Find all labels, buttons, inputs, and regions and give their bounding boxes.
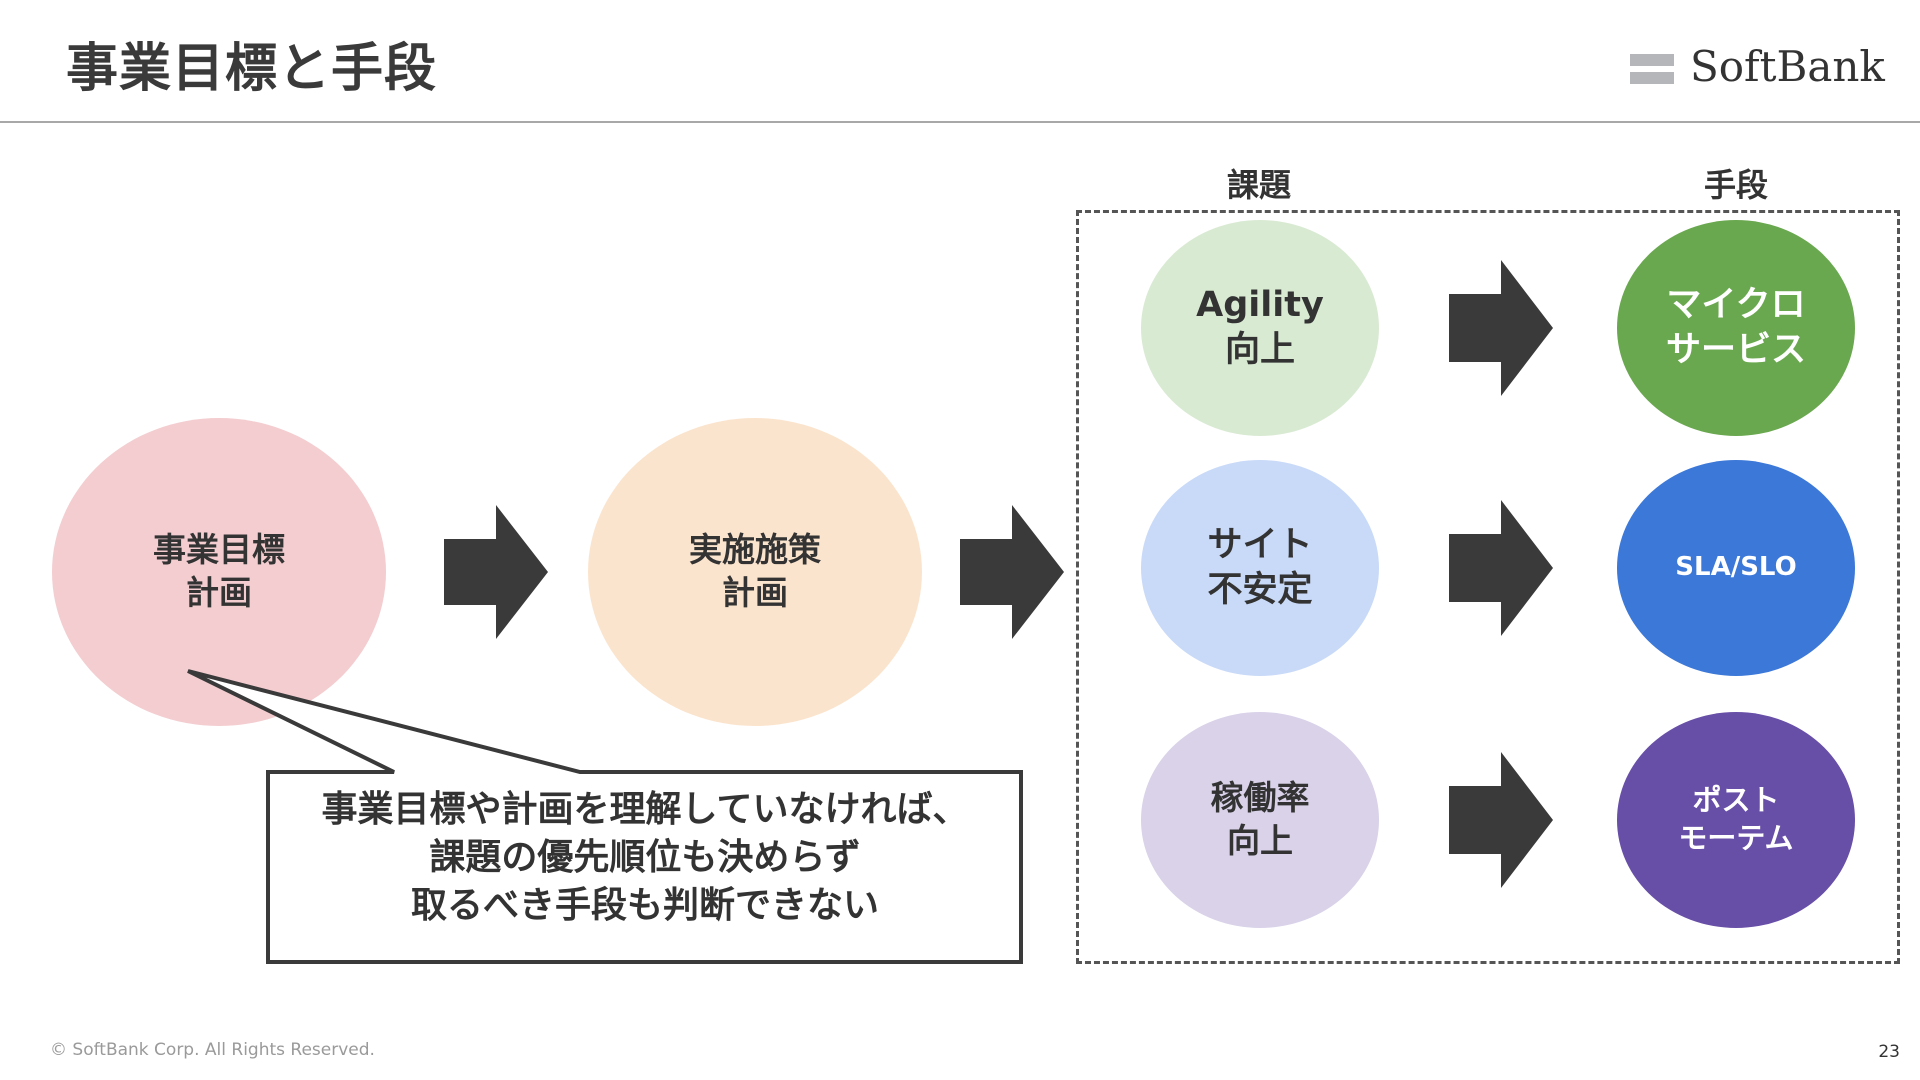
- issue-circle-agility: Agility 向上: [1141, 220, 1379, 436]
- goal-circle: 事業目標 計画: [52, 418, 386, 726]
- means-label: マイクロ サービス: [1665, 284, 1806, 371]
- arrow-right-icon: [960, 505, 1064, 639]
- plan-label: 実施施策 計画: [689, 530, 821, 612]
- arrow-right-icon: [1449, 260, 1553, 396]
- logo-bar-icon: [1630, 72, 1674, 84]
- issue-label: 稼働率 向上: [1210, 778, 1310, 860]
- arrow-right-icon: [1449, 500, 1553, 636]
- arrow-right-icon: [444, 505, 548, 639]
- issues-header: 課題: [1227, 166, 1292, 204]
- issue-label: Agility 向上: [1196, 284, 1324, 371]
- page-number: 23: [1878, 1042, 1900, 1062]
- means-label: SLA/SLO: [1675, 552, 1797, 583]
- issues-means-frame: [1076, 210, 1900, 964]
- header-divider: [0, 121, 1920, 123]
- goal-label: 事業目標 計画: [153, 530, 285, 612]
- means-label: ポスト モーテム: [1678, 783, 1794, 855]
- softbank-logo: SoftBank: [1630, 42, 1885, 96]
- means-circle-microservices: マイクロ サービス: [1617, 220, 1855, 436]
- issue-circle-availability: 稼働率 向上: [1141, 712, 1379, 928]
- logo-bar-icon: [1630, 54, 1674, 66]
- page-title: 事業目標と手段: [66, 39, 438, 99]
- means-circle-postmortem: ポスト モーテム: [1617, 712, 1855, 928]
- plan-circle: 実施施策 計画: [588, 418, 922, 726]
- arrow-right-icon: [1449, 752, 1553, 888]
- issue-circle-site-unstable: サイト 不安定: [1141, 460, 1379, 676]
- callout-text: 事業目標や計画を理解していなければ、 課題の優先順位も決めらず 取るべき手段も判…: [321, 789, 969, 926]
- issue-label: サイト 不安定: [1207, 524, 1313, 611]
- means-header: 手段: [1704, 166, 1769, 204]
- copyright: © SoftBank Corp. All Rights Reserved.: [50, 1040, 375, 1060]
- means-circle-sla-slo: SLA/SLO: [1617, 460, 1855, 676]
- logo-wordmark: SoftBank: [1690, 42, 1885, 91]
